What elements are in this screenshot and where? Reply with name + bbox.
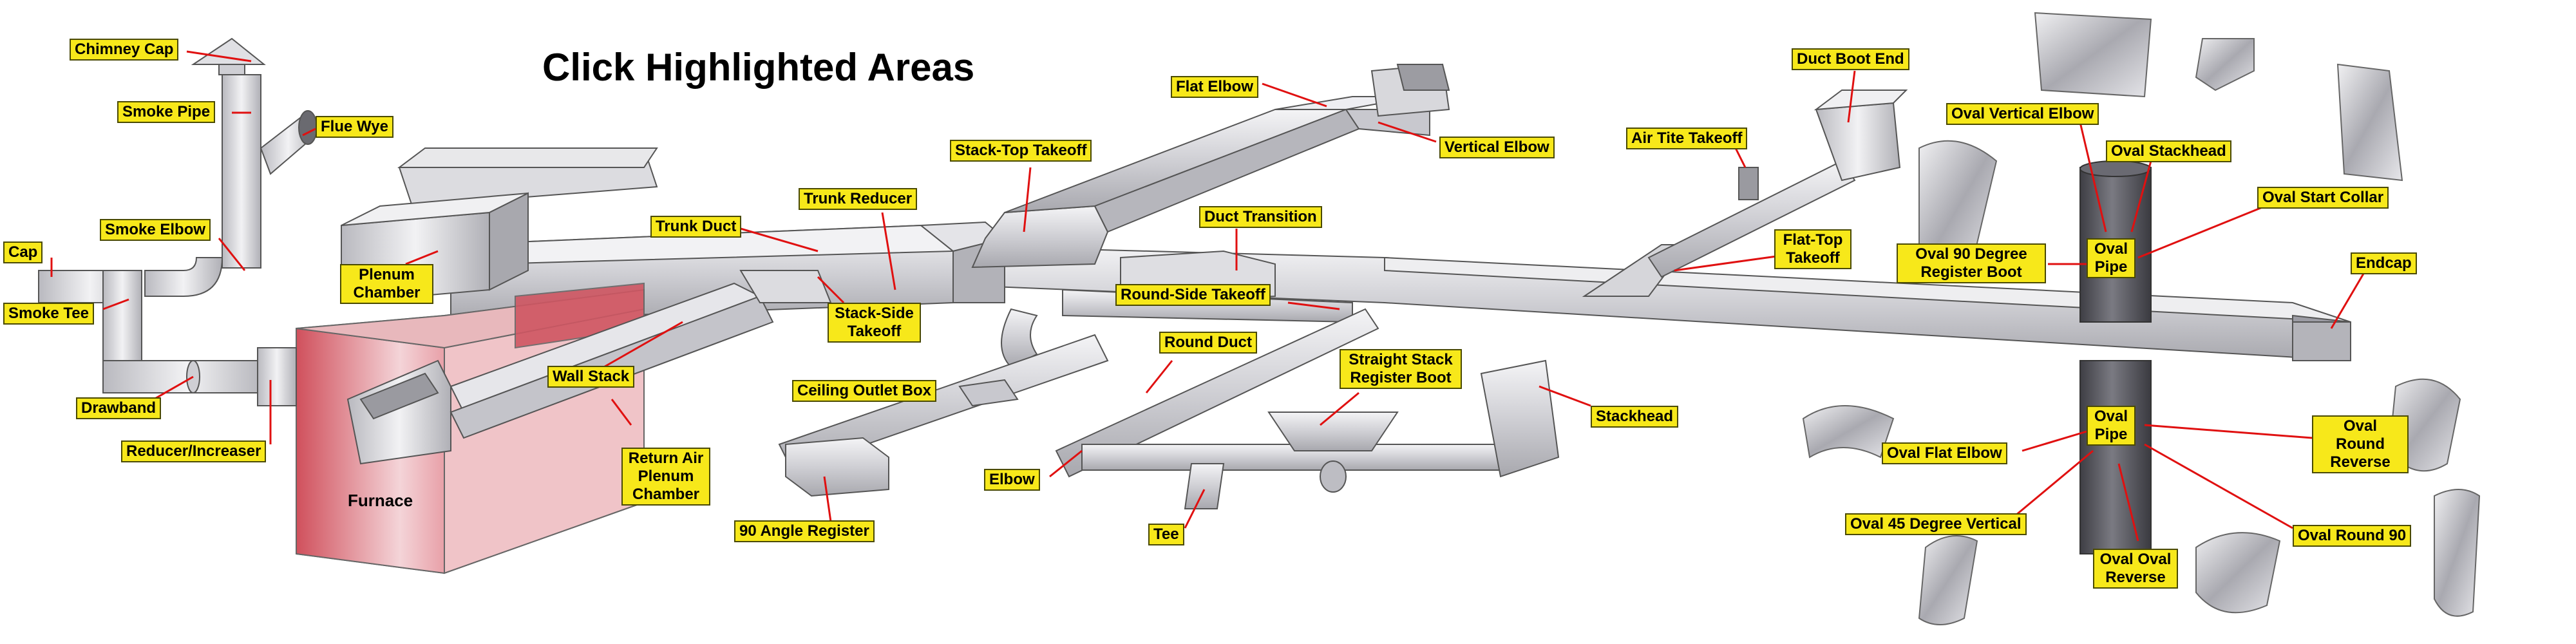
wall-stack-label[interactable]: Wall Stack (547, 366, 635, 388)
oval-round-reverse-label[interactable]: Oval Round Reverse (2312, 415, 2409, 473)
smoke-pipe-label[interactable]: Smoke Pipe (117, 101, 216, 123)
tee-label[interactable]: Tee (1148, 524, 1184, 545)
round-side-takeoff-label[interactable]: Round-Side Takeoff (1115, 284, 1271, 306)
flat-elbow-label[interactable]: Flat Elbow (1171, 76, 1258, 98)
trunk-duct-label[interactable]: Trunk Duct (650, 216, 742, 238)
trunk-reducer-label[interactable]: Trunk Reducer (799, 188, 918, 210)
stackhead-label[interactable]: Stackhead (1591, 406, 1679, 428)
smoke-elbow-label[interactable]: Smoke Elbow (100, 219, 211, 241)
chimney-assembly (38, 37, 317, 406)
elbow-label[interactable]: Elbow (984, 469, 1040, 491)
page-title: Click Highlighted Areas (542, 46, 975, 89)
drawband-label[interactable]: Drawband (76, 397, 162, 419)
return-air-plenum-chamber-label[interactable]: Return Air Plenum Chamber (621, 448, 710, 506)
endcap (2292, 321, 2351, 361)
oval-start-collar-label[interactable]: Oval Start Collar (2257, 187, 2389, 209)
register-boot (1267, 412, 1399, 493)
duct-boot-end-label[interactable]: Duct Boot End (1792, 48, 1909, 70)
oval-round-90-photo (2434, 489, 2481, 617)
chimney-cap-label[interactable]: Chimney Cap (70, 39, 179, 61)
oval-fittings-photos (1802, 12, 2481, 625)
ceiling-outlet-box (785, 379, 1019, 497)
stack-side-takeoff-label[interactable]: Stack-Side Takeoff (828, 303, 921, 343)
duct-transition-label[interactable]: Duct Transition (1199, 206, 1322, 228)
air-tite-takeoff-label[interactable]: Air Tite Takeoff (1626, 128, 1748, 149)
oval-pipe-top-label[interactable]: Oval Pipe (2087, 238, 2136, 278)
smoke-tee-label[interactable]: Smoke Tee (3, 303, 94, 325)
round-duct-label[interactable]: Round Duct (1159, 332, 1257, 354)
cap-label[interactable]: Cap (3, 242, 43, 263)
right-branch-duct (1582, 90, 1908, 297)
oval-vertical-elbow-photo (2034, 12, 2152, 98)
endcap-label[interactable]: Endcap (2351, 252, 2417, 274)
angle-register-90-label[interactable]: 90 Angle Register (734, 520, 875, 542)
flue-wye-label[interactable]: Flue Wye (316, 116, 393, 138)
oval-45-degree-vertical-label[interactable]: Oval 45 Degree Vertical (1845, 513, 2027, 535)
oval-pipe-bottom-label[interactable]: Oval Pipe (2087, 406, 2136, 446)
straight-stack-register-boot-label[interactable]: Straight Stack Register Boot (1340, 349, 1462, 389)
ceiling-outlet-box-label[interactable]: Ceiling Outlet Box (792, 380, 937, 402)
oval-pipe-assembly (2079, 160, 2152, 554)
oval-oval-reverse-label[interactable]: Oval Oval Reverse (2093, 549, 2178, 589)
oval-45-degree-vertical-photo (1918, 535, 1978, 625)
vertical-elbow-label[interactable]: Vertical Elbow (1439, 137, 1555, 158)
oval-stackhead-photo (2195, 38, 2255, 91)
oval-stackhead-label[interactable]: Oval Stackhead (2106, 140, 2231, 162)
plenum-chamber-label[interactable]: Plenum Chamber (340, 264, 433, 304)
oval-90-register-boot-label[interactable]: Oval 90 Degree Register Boot (1897, 243, 2046, 283)
leader-lines (50, 50, 2365, 542)
stack-top-takeoff-label[interactable]: Stack-Top Takeoff (950, 140, 1092, 162)
stack-top-duct (971, 63, 1450, 269)
oval-round-90-label[interactable]: Oval Round 90 (2293, 525, 2412, 547)
oval-vertical-elbow-label[interactable]: Oval Vertical Elbow (1946, 103, 2099, 125)
flat-top-takeoff-label[interactable]: Flat-Top Takeoff (1774, 229, 1852, 269)
reducer-increaser-label[interactable]: Reducer/Increaser (121, 440, 267, 462)
oval-flat-elbow-photo (1802, 405, 1895, 459)
furnace-label: Furnace (348, 491, 413, 510)
oval-oval-reverse-photo (2195, 532, 2281, 614)
oval-start-collar-photo (2336, 63, 2403, 182)
oval-flat-elbow-label[interactable]: Oval Flat Elbow (1882, 442, 2007, 464)
